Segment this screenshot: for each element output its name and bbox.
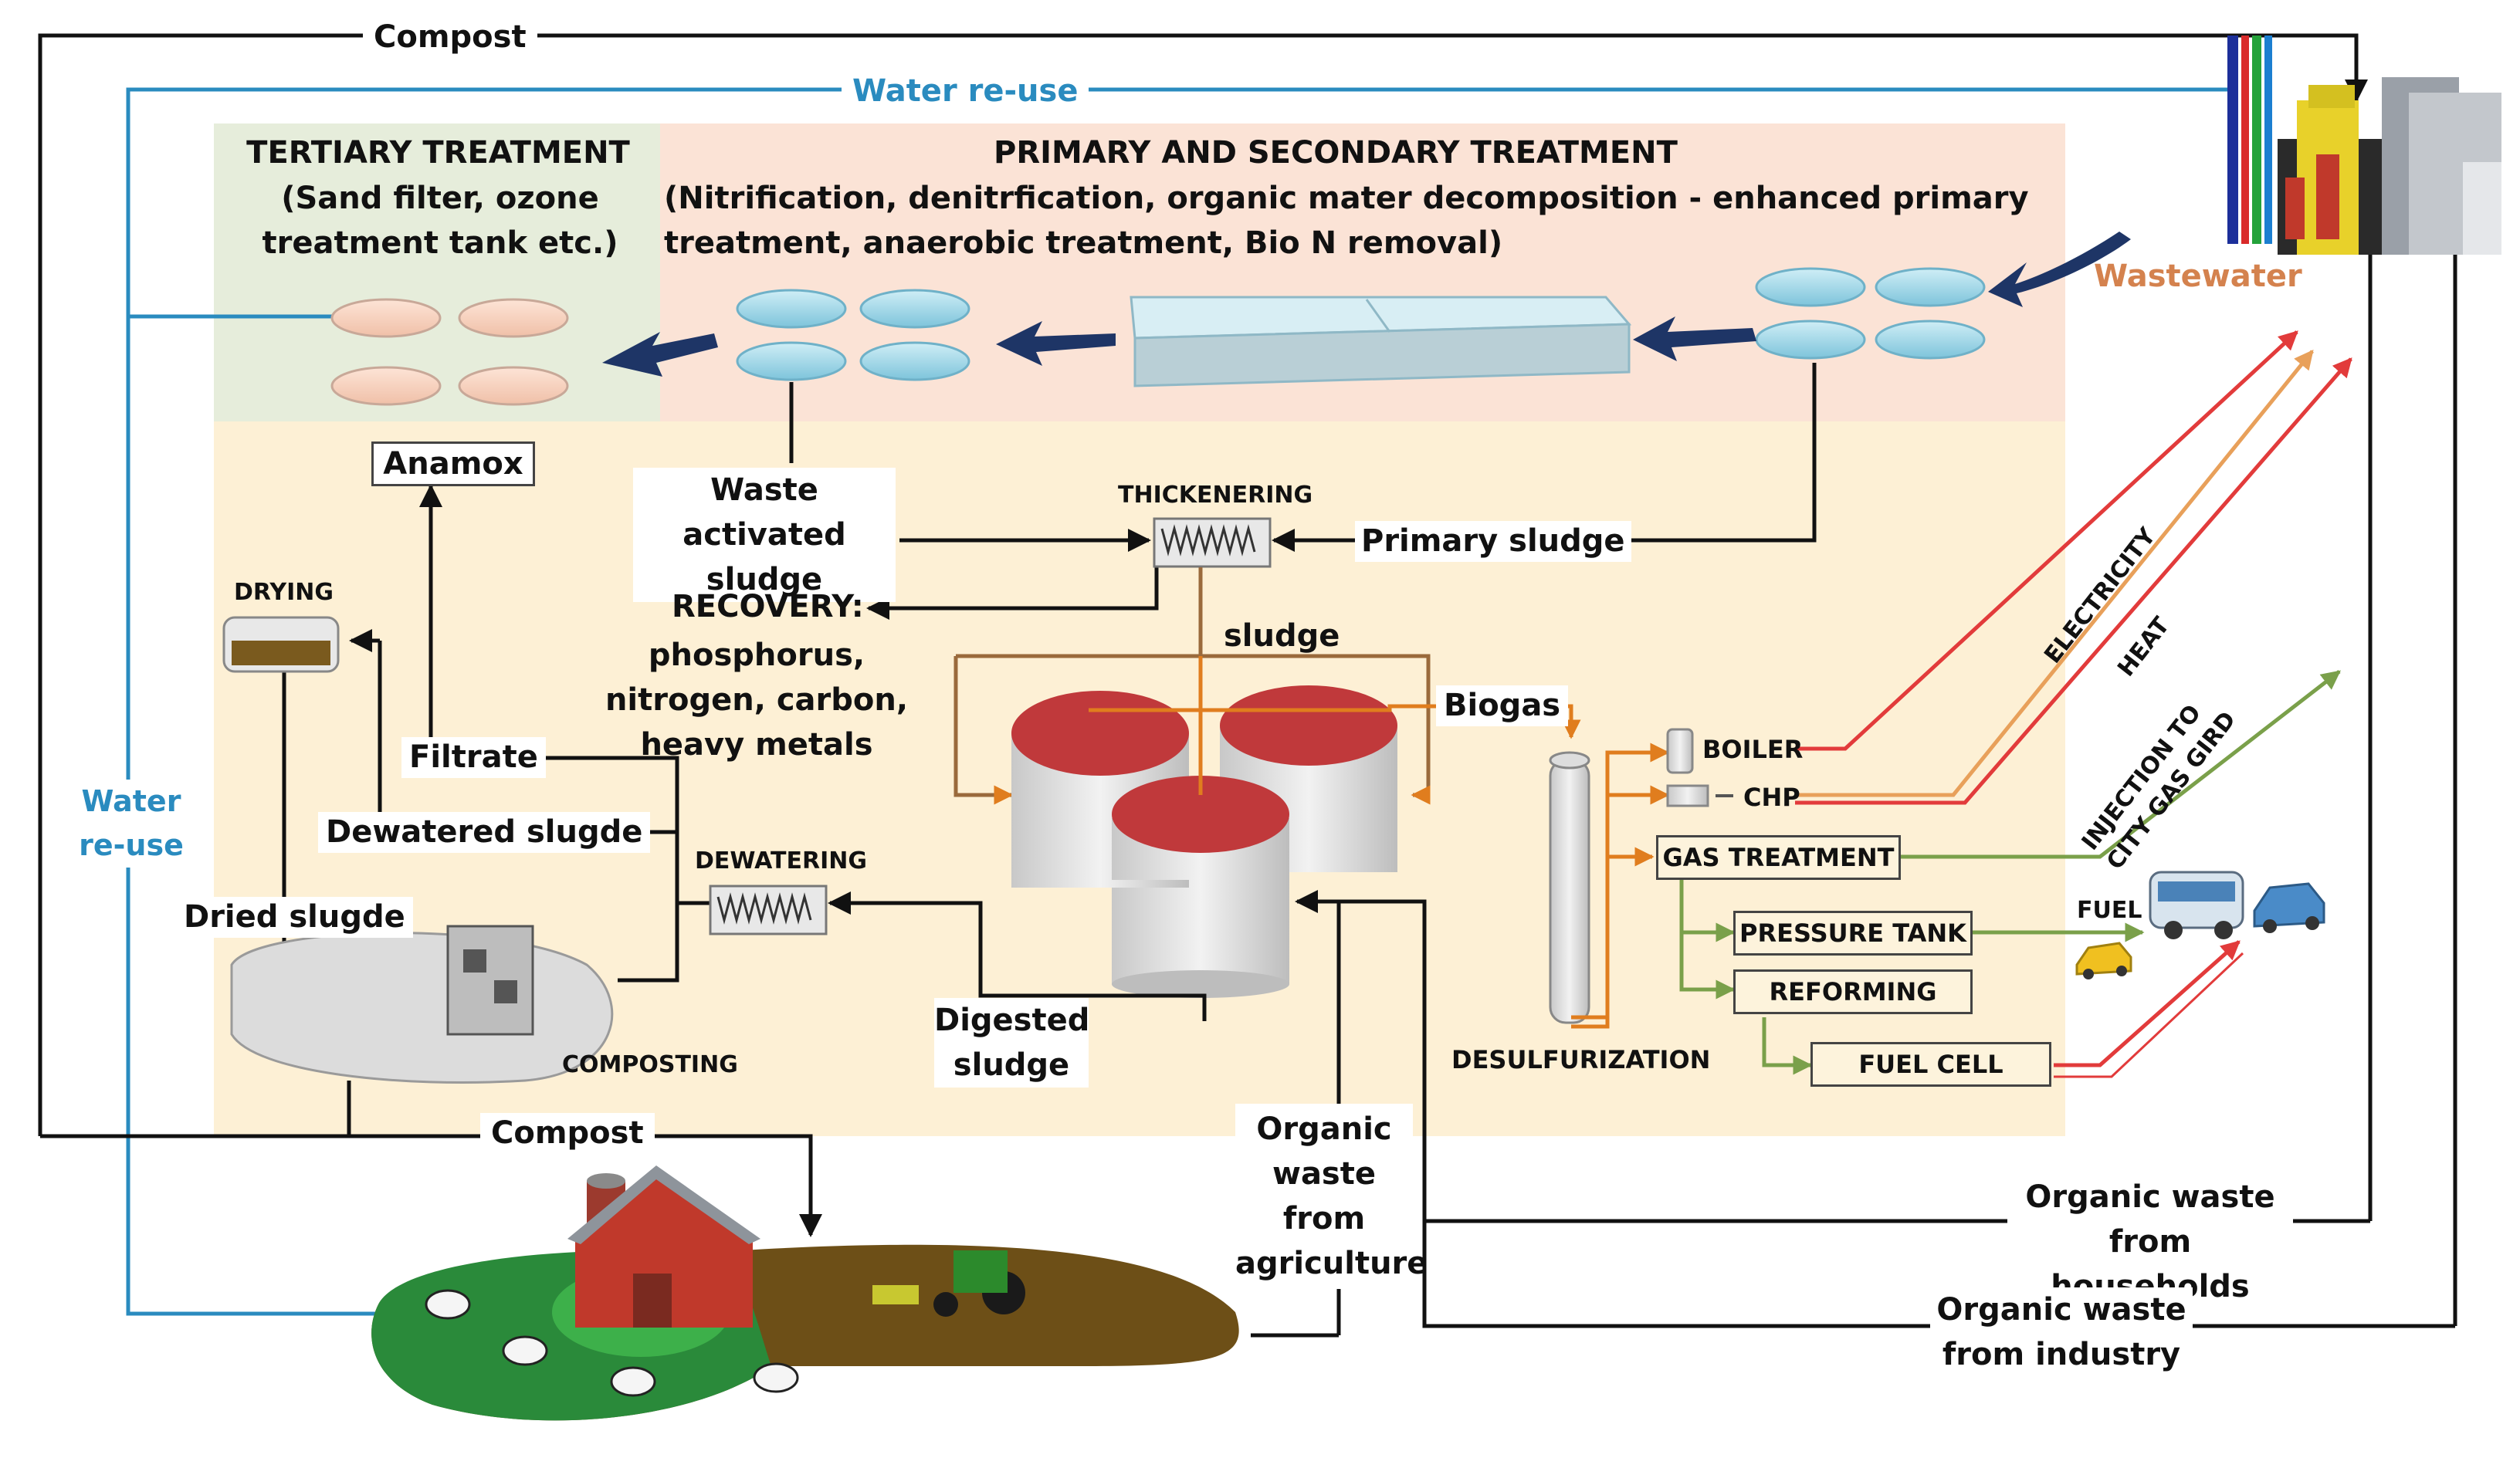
desulfurization-tank <box>1549 751 1590 1024</box>
filtrate-label: Filtrate <box>401 737 546 778</box>
tertiary-filters <box>330 298 569 406</box>
water-reuse-left-label: Water re-use <box>77 780 185 868</box>
chp-label: CHP <box>1743 783 1800 812</box>
waste-activated-sludge-label: Waste activated sludge <box>633 468 896 602</box>
boiler-icon <box>1666 728 1694 774</box>
dried-sludge-label: Dried slugde <box>176 897 413 938</box>
primary-secondary-title: PRIMARY AND SECONDARY TREATMENT <box>994 135 1678 171</box>
taxi-icon <box>2075 942 2132 979</box>
flow-arrow-1 <box>1633 316 1756 361</box>
sludge-loop-left <box>956 654 1431 805</box>
flow-arrow-3 <box>602 332 718 377</box>
composting-label: COMPOSTING <box>562 1051 738 1078</box>
recovery-line <box>866 552 1159 620</box>
heat-chp-line <box>1795 350 2314 797</box>
tertiary-subtitle: (Sand filter, ozone treatment tank etc.) <box>262 181 618 261</box>
aeration-basin <box>1130 296 1632 387</box>
compost-bottom-line <box>40 1134 822 1237</box>
anaerobic-digesters <box>1011 685 1397 998</box>
biogas-line <box>1089 704 1581 739</box>
sludge-loop-right <box>953 656 1014 805</box>
thickener-icon <box>1153 517 1272 568</box>
boiler-label: BOILER <box>1702 735 1804 764</box>
fuel-cell-power-line <box>2054 940 2241 1067</box>
dewatering-icon <box>709 885 828 935</box>
electricity-chp-line <box>1795 357 2352 805</box>
reforming-box: REFORMING <box>1733 969 1973 1014</box>
city-buildings-icon <box>2227 36 2501 255</box>
wastewater-label: Wastewater <box>2094 259 2302 294</box>
primary-secondary-subtitle: (Nitrification, denitrfication, organic … <box>664 181 2029 261</box>
compost-bottom-label: Compost <box>480 1113 655 1154</box>
farm-illustration <box>371 1165 1239 1421</box>
compost-top-label: Compost <box>363 17 537 58</box>
desulfurization-label: DESULFURIZATION <box>1451 1045 1711 1074</box>
secondary-clarifiers <box>736 289 970 381</box>
primary-clarifiers <box>1755 267 1986 360</box>
digested-sludge-label: Digested sludge <box>934 998 1089 1088</box>
filtrate-line <box>540 756 679 983</box>
water-reuse-top-label: Water re-use <box>842 71 1089 112</box>
fuel-label: FUEL <box>2077 897 2142 924</box>
fuel-cell-box: FUEL CELL <box>1810 1042 2051 1087</box>
car-icon <box>2253 882 2325 933</box>
dewatered-sludge-label: Dewatered slugde <box>318 812 651 853</box>
thickenering-label: THICKENERING <box>1118 482 1313 509</box>
drying-icon <box>222 616 340 673</box>
recovery-title: RECOVERY: <box>672 589 864 624</box>
bus-icon <box>2149 871 2244 939</box>
tertiary-zone <box>214 123 660 421</box>
primary-sludge-label: Primary sludge <box>1355 521 1631 562</box>
pressure-tank-box: PRESSURE TANK <box>1733 911 1973 956</box>
flow-arrow-2 <box>996 321 1116 366</box>
chp-icon <box>1666 784 1709 807</box>
drying-label: DRYING <box>234 579 334 606</box>
fuel-cell-heat-line <box>2054 952 2244 1078</box>
biogas-label: Biogas <box>1436 685 1569 726</box>
electricity-boiler-line <box>1795 330 2298 751</box>
reforming-to-fuelcell <box>1762 1017 1813 1075</box>
tertiary-title: TERTIARY TREATMENT <box>246 135 630 171</box>
gas-treatment-box: GAS TREATMENT <box>1656 835 1901 880</box>
organic-industry-label: Organic waste from industry <box>1930 1287 2193 1377</box>
recovery-items: phosphorus, nitrogen, carbon, heavy meta… <box>605 638 909 763</box>
gas-branch-line <box>1679 877 1736 1000</box>
compost-loop-line <box>38 33 2368 1136</box>
sludge-label: sludge <box>1224 618 1340 654</box>
desulf-out-line <box>1571 743 1670 1029</box>
dewatering-label: DEWATERING <box>695 847 867 874</box>
water-reuse-line <box>126 87 2231 1325</box>
digested-to-dewatering <box>828 891 1207 1021</box>
wastewater-inflow-arrow <box>1988 232 2131 307</box>
organic-agriculture-label: Organic waste from agriculture <box>1235 1104 1428 1289</box>
gas-injection-line <box>1901 670 2341 859</box>
primary-sludge-line <box>1607 363 1817 543</box>
anamox-box: Anamox <box>371 441 535 486</box>
